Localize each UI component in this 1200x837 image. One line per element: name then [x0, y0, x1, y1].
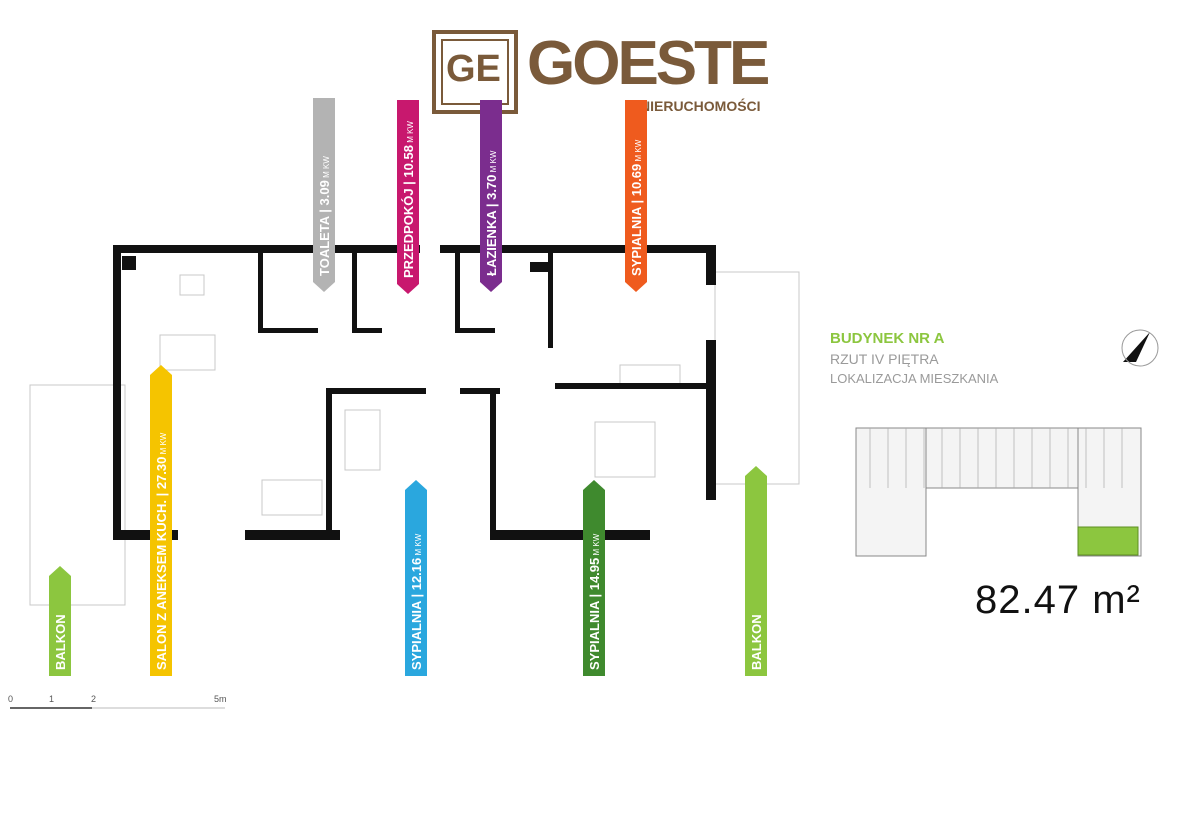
- wall-16: [555, 383, 710, 389]
- wall-6: [706, 245, 716, 285]
- bed-middle: [344, 409, 381, 471]
- room-tag-label-2: ŁAZIENKA | 3.70 M KW: [484, 150, 499, 276]
- sofa: [261, 479, 323, 516]
- wall-13: [455, 253, 460, 333]
- wall-17: [326, 388, 426, 394]
- room-tag-unit-6: M KW: [414, 533, 423, 557]
- room-tag-6: [405, 480, 427, 676]
- room-tag-7: [583, 480, 605, 676]
- wall-4: [490, 530, 650, 540]
- logo-monogram: [432, 30, 518, 114]
- room-tag-label-3: SYPIALNIA | 10.69 M KW: [629, 139, 644, 276]
- wall-21: [122, 256, 136, 270]
- room-tag-5: [150, 365, 172, 676]
- wall-22: [530, 262, 548, 272]
- wall-19: [490, 388, 496, 533]
- wall-15: [548, 253, 553, 348]
- location-label: LOKALIZACJA MIESZKANIA: [830, 371, 999, 386]
- logo-monogram-text: GE: [446, 48, 501, 90]
- floor-label: RZUT IV PIĘTRA: [830, 351, 939, 367]
- wall-14: [455, 328, 495, 333]
- logo-wordmark: GOESTE: [527, 29, 770, 98]
- room-tag-label-8: BALKON: [749, 614, 764, 670]
- logo-sub: NIERUCHOMOŚCI: [640, 98, 761, 114]
- wall-11: [352, 253, 357, 333]
- room-tag-unit-5: M KW: [159, 432, 168, 456]
- room-tag-0: [313, 98, 335, 292]
- wall-0: [113, 245, 121, 540]
- room-tag-8: [745, 466, 767, 676]
- room-tag-3: [625, 100, 647, 292]
- scale-tick-5m: 5m: [214, 694, 227, 704]
- scale-tick-0: 0: [8, 694, 14, 704]
- minimap-apartment-highlight: [1077, 526, 1139, 556]
- wall-7: [706, 340, 716, 500]
- wall-5: [440, 245, 715, 253]
- building-name: BUDYNEK NR A: [830, 330, 945, 347]
- room-tag-unit-0: M KW: [322, 156, 331, 180]
- room-tag-unit-3: M KW: [634, 139, 643, 163]
- room-tag-unit-2: M KW: [489, 150, 498, 174]
- room-tag-1: [397, 100, 419, 294]
- balcony-outline-right: [714, 271, 800, 485]
- room-tag-2: [480, 100, 502, 292]
- room-tag-unit-7: M KW: [592, 533, 601, 557]
- wall-18: [326, 388, 332, 533]
- room-tag-label-0: TOALETA | 3.09 M KW: [317, 156, 332, 276]
- dining-table: [159, 334, 216, 371]
- wall-2: [113, 530, 178, 540]
- wall-10: [258, 328, 318, 333]
- wardrobe-top: [619, 364, 681, 386]
- room-tag-label-4: BALKON: [53, 614, 68, 670]
- kitchen-counter: [179, 274, 205, 296]
- scale-tick-1: 1: [49, 694, 55, 704]
- north-arrow-icon: [1123, 332, 1150, 362]
- apartment-area: 82.47 m²: [975, 578, 1141, 622]
- scale-tick-2: 2: [91, 694, 97, 704]
- minimap-wing-left: [855, 427, 927, 557]
- wall-1: [113, 245, 418, 253]
- north-arrow-circle: [1121, 329, 1159, 367]
- balcony-outline-left: [29, 384, 126, 606]
- wall-3: [245, 530, 340, 540]
- room-tag-4: [49, 566, 71, 676]
- room-tag-label-7: SYPIALNIA | 14.95 M KW: [587, 533, 602, 670]
- wall-12: [352, 328, 382, 333]
- wall-9: [258, 253, 263, 333]
- room-tag-label-1: PRZEDPOKÓJ | 10.58 M KW: [401, 121, 416, 278]
- bed-right: [594, 421, 656, 478]
- wall-20: [460, 388, 500, 394]
- room-tag-label-5: SALON Z ANEKSEM KUCH. | 27.30 M KW: [154, 432, 169, 670]
- room-tag-label-6: SYPIALNIA | 12.16 M KW: [409, 533, 424, 670]
- room-tag-unit-1: M KW: [406, 121, 415, 145]
